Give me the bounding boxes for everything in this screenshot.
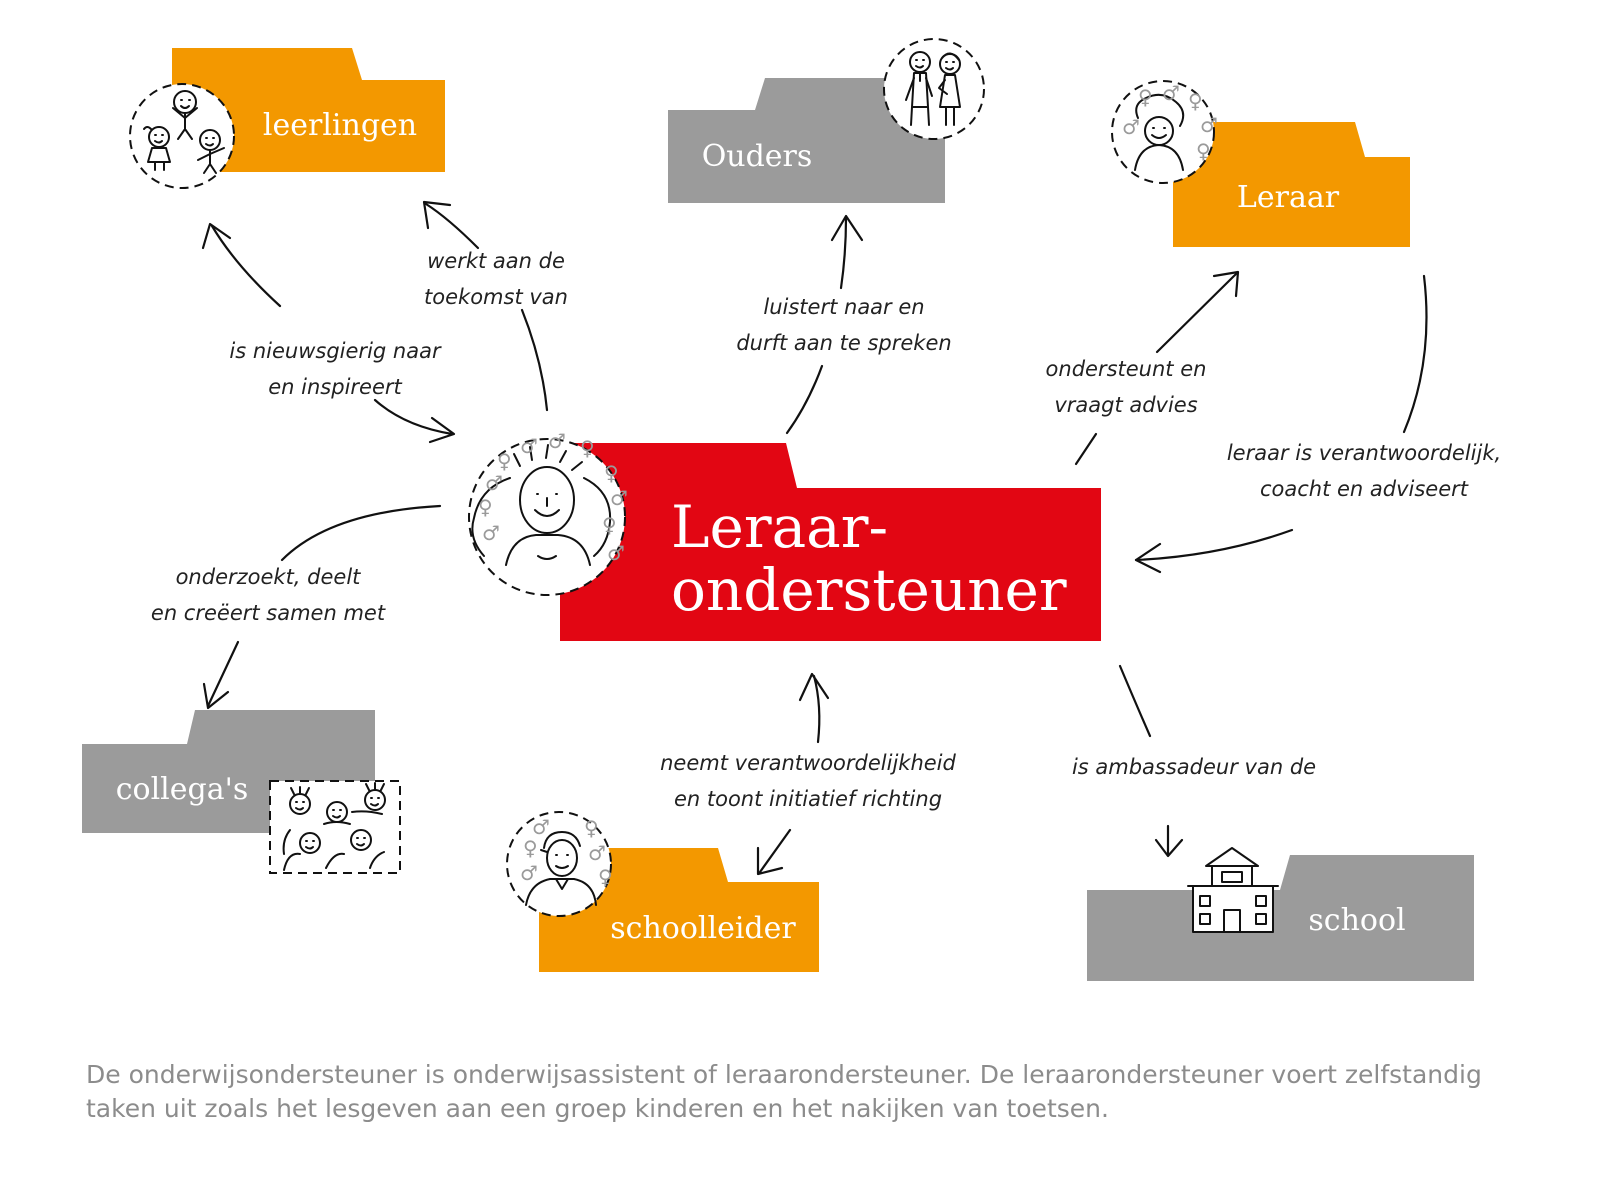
symbol-male: ♂ xyxy=(1200,113,1218,137)
node-school: school xyxy=(1087,855,1474,981)
symbol-female: ♀ xyxy=(580,436,595,460)
assistant-doodle-icon: ♀ ♂ ♂ ♀ ♀ ♂ ♀ ♂ ♂ ♀ ♂ xyxy=(468,429,628,596)
caption: De onderwijsondersteuner is onderwijsass… xyxy=(86,1060,1482,1123)
arrowhead xyxy=(830,214,864,242)
arrowhead xyxy=(202,682,230,710)
symbol-male: ♂ xyxy=(1122,115,1140,139)
arrow-to-school-top xyxy=(1118,664,1152,738)
symbol-female: ♀ xyxy=(584,816,599,840)
node-center: Leraar- ondersteuner xyxy=(560,443,1101,641)
arrow-to-leraar xyxy=(1155,272,1238,354)
symbol-male: ♂ xyxy=(607,541,625,565)
symbol-male: ♂ xyxy=(520,861,538,885)
folder-school xyxy=(1087,855,1474,981)
edge-labels: is nieuwsgierig naar en inspireert werkt… xyxy=(151,249,1501,811)
symbol-female: ♀ xyxy=(604,461,619,485)
symbol-female: ♀ xyxy=(1188,89,1203,113)
center-title-line1: Leraar- xyxy=(671,493,888,561)
center-title-line2: ondersteuner xyxy=(671,556,1067,624)
children-doodle-icon xyxy=(129,83,235,189)
edge-label-leerlingen-left-1: is nieuwsgierig naar xyxy=(229,339,442,363)
arrow-to-ouders xyxy=(839,216,848,290)
connectors xyxy=(201,200,1428,876)
label-schoolleider: schoolleider xyxy=(610,911,796,946)
edge-label-leraar-out-1: ondersteunt en xyxy=(1046,357,1207,381)
label-school: school xyxy=(1308,903,1405,938)
edge-label-school-1: is ambassadeur van de xyxy=(1072,755,1316,779)
symbol-male: ♂ xyxy=(482,521,500,545)
arrow-to-collegas-top xyxy=(280,504,442,562)
symbol-male: ♂ xyxy=(588,841,606,865)
arrow-to-center-bottom xyxy=(812,674,821,744)
node-leraar: Leraar xyxy=(1173,122,1410,247)
colleagues-doodle-icon xyxy=(269,780,401,874)
principal-doodle-icon: ♀ ♂ ♀ ♂ ♀ ♂ xyxy=(506,811,613,917)
arrowhead xyxy=(1212,270,1240,298)
symbol-male: ♂ xyxy=(485,471,503,495)
symbol-female: ♀ xyxy=(523,836,538,860)
arrow-to-leerlingen-left xyxy=(210,224,282,308)
edge-label-schoolleider-2: en toont initiatief richting xyxy=(674,787,942,811)
symbol-male: ♂ xyxy=(548,429,566,453)
symbol-female: ♀ xyxy=(1196,139,1211,163)
arrow-to-leerlingen-right-top xyxy=(424,202,480,250)
edge-label-leraar-out-2: vraagt advies xyxy=(1054,393,1197,417)
arrow-from-leraar-top xyxy=(1402,274,1428,434)
arrow-to-ouders-bottom xyxy=(785,364,824,435)
edge-label-collegas-2: en creëert samen met xyxy=(151,601,386,625)
label-collegas: collega's xyxy=(116,772,249,807)
edge-label-leerlingen-right-1: werkt aan de xyxy=(427,249,565,273)
arrowhead xyxy=(1134,542,1162,574)
school-building-icon xyxy=(1187,847,1279,933)
node-leerlingen: leerlingen xyxy=(172,48,445,172)
arrow-from-leraar xyxy=(1134,528,1294,562)
arrowhead xyxy=(756,846,784,876)
arrow-to-leerlingen-right xyxy=(520,308,549,412)
symbol-male: ♂ xyxy=(520,434,538,458)
symbol-male: ♂ xyxy=(1162,81,1180,105)
parents-doodle-icon xyxy=(883,38,985,140)
symbol-female: ♀ xyxy=(598,865,613,889)
arrowhead xyxy=(798,672,830,702)
arrow-to-collegas xyxy=(206,640,240,708)
arrowhead xyxy=(201,222,232,250)
arrowhead xyxy=(428,416,456,444)
arrow-to-leraar-bottom xyxy=(1074,432,1098,466)
folder-leerlingen xyxy=(172,48,445,172)
edge-label-leerlingen-right-2: toekomst van xyxy=(424,285,568,309)
symbol-female: ♀ xyxy=(1138,85,1153,109)
edge-label-ouders-2: durft aan te spreken xyxy=(736,331,951,355)
arrow-to-schoolleider xyxy=(758,828,792,874)
node-ouders: Ouders xyxy=(668,78,945,203)
label-ouders: Ouders xyxy=(702,139,813,174)
edge-label-leraar-in-2: coacht en adviseert xyxy=(1260,477,1469,501)
arrow-to-center-left xyxy=(373,398,454,436)
folder-leraar xyxy=(1173,122,1410,247)
edge-label-leraar-in-1: leraar is verantwoordelijk, xyxy=(1227,441,1501,465)
label-leraar: Leraar xyxy=(1237,180,1340,215)
edge-label-schoolleider-1: neemt verantwoordelijkheid xyxy=(660,751,956,775)
symbol-male: ♂ xyxy=(532,815,550,839)
folder-center xyxy=(560,443,1101,641)
symbol-female: ♀ xyxy=(497,449,512,473)
edge-label-ouders-1: luistert naar en xyxy=(763,295,924,319)
symbol-female: ♀ xyxy=(602,513,617,537)
teacher-doodle-icon: ♀ ♂ ♀ ♂ ♀ ♂ xyxy=(1111,80,1218,184)
edge-label-leerlingen-left-2: en inspireert xyxy=(268,375,402,399)
arrowhead xyxy=(422,200,452,230)
symbol-female: ♀ xyxy=(478,495,493,519)
folder-ouders xyxy=(668,78,945,203)
label-leerlingen: leerlingen xyxy=(263,108,417,143)
edge-label-collegas-1: onderzoekt, deelt xyxy=(176,565,362,589)
symbol-male: ♂ xyxy=(610,486,628,510)
arrowhead xyxy=(1154,838,1184,858)
